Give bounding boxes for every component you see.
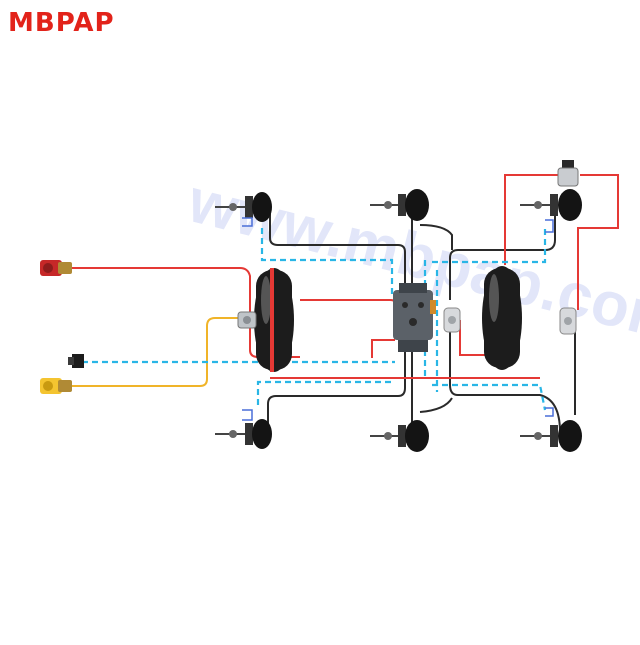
rear-relay-valve-right <box>559 307 577 335</box>
brake-line-rear-lower <box>449 330 561 433</box>
control-line-front-lower <box>256 380 395 405</box>
brake-line-cross-1 <box>419 224 453 250</box>
brake-lines <box>267 203 576 433</box>
supply-line-rear-tank-up <box>504 174 562 265</box>
control-line-rear-lower <box>432 383 547 411</box>
control-line-rear-upper <box>432 228 547 264</box>
brake-chamber-front-left-lower <box>215 409 272 449</box>
brake-chamber-rear-lower <box>520 407 582 452</box>
brake-line-cross-2 <box>419 397 453 413</box>
brand-logo-text: MBPAP <box>8 8 115 38</box>
front-air-tank <box>254 268 294 372</box>
brake-line-rear-upper <box>449 203 556 300</box>
brake-line-front-left-upper <box>269 207 406 290</box>
trailer-plug <box>68 354 84 368</box>
red-coupling-head <box>40 260 72 276</box>
supply-line-rear-right <box>577 174 619 310</box>
front-relay-valve <box>237 311 257 329</box>
brand-logo: MBPAP <box>8 8 115 38</box>
supply-line-valve-loop <box>371 339 395 358</box>
yellow-lines <box>72 317 242 387</box>
central-relay-valve <box>393 283 436 352</box>
brake-chamber-front-left-upper <box>215 192 272 227</box>
yellow-line-coupling-to-valve <box>72 317 242 387</box>
brake-chamber-front-right-upper <box>370 189 429 221</box>
yellow-coupling-head <box>40 378 72 394</box>
drain-valve <box>557 160 579 187</box>
control-line-front-upper <box>260 228 394 295</box>
brake-chamber-rear-upper <box>520 189 582 233</box>
brake-chamber-front-right-lower <box>370 420 429 452</box>
brake-line-front-left-lower <box>267 345 406 430</box>
rear-air-tank <box>482 266 522 370</box>
supply-line-tank-to-valve <box>300 299 399 318</box>
rear-relay-valve-left <box>443 307 461 333</box>
